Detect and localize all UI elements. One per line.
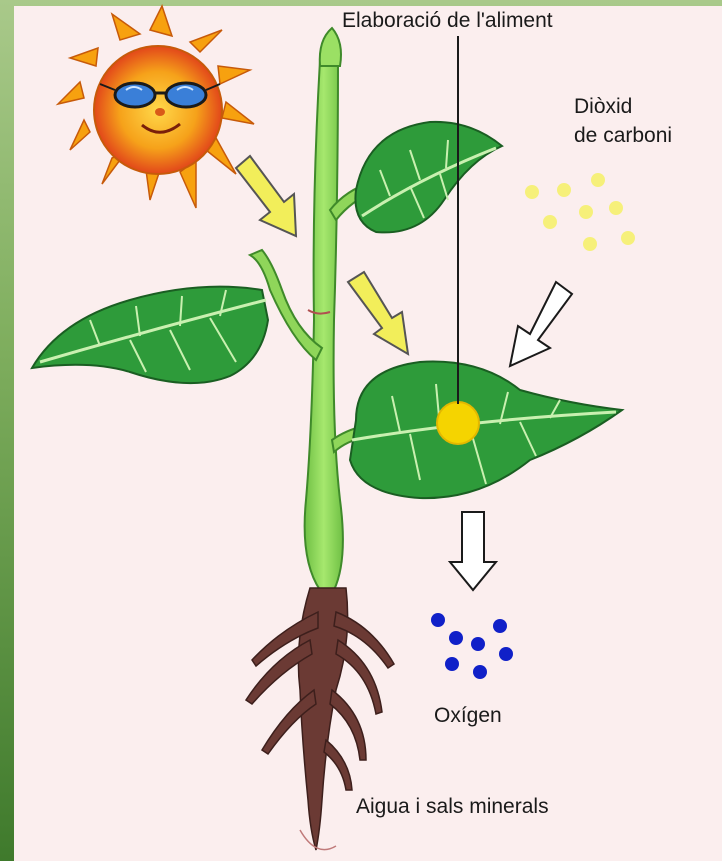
food-production-label: Elaboració de l'aliment	[342, 8, 553, 34]
sunlight-arrow-icon	[348, 272, 408, 354]
carbon-dioxide-label: Diòxid de carboni	[574, 92, 672, 150]
leaf-left	[32, 287, 268, 383]
oxygen-arrow-icon	[450, 512, 496, 590]
carbon-dioxide-dots	[525, 173, 635, 251]
leaf-main	[350, 362, 622, 499]
oxygen-dots	[431, 613, 513, 679]
sunlight-arrow-icon	[236, 156, 296, 236]
oxygen-label: Oxígen	[434, 703, 502, 729]
water-minerals-label: Aigua i sals minerals	[356, 794, 549, 820]
carbon-dioxide-label-line2: de carboni	[574, 121, 672, 150]
sun-icon	[58, 6, 254, 208]
food-production-dot	[437, 402, 479, 444]
carbon-dioxide-arrow-icon	[510, 282, 572, 366]
leaf-top-right	[355, 122, 502, 233]
carbon-dioxide-label-line1: Diòxid	[574, 92, 672, 121]
stem	[250, 28, 374, 590]
